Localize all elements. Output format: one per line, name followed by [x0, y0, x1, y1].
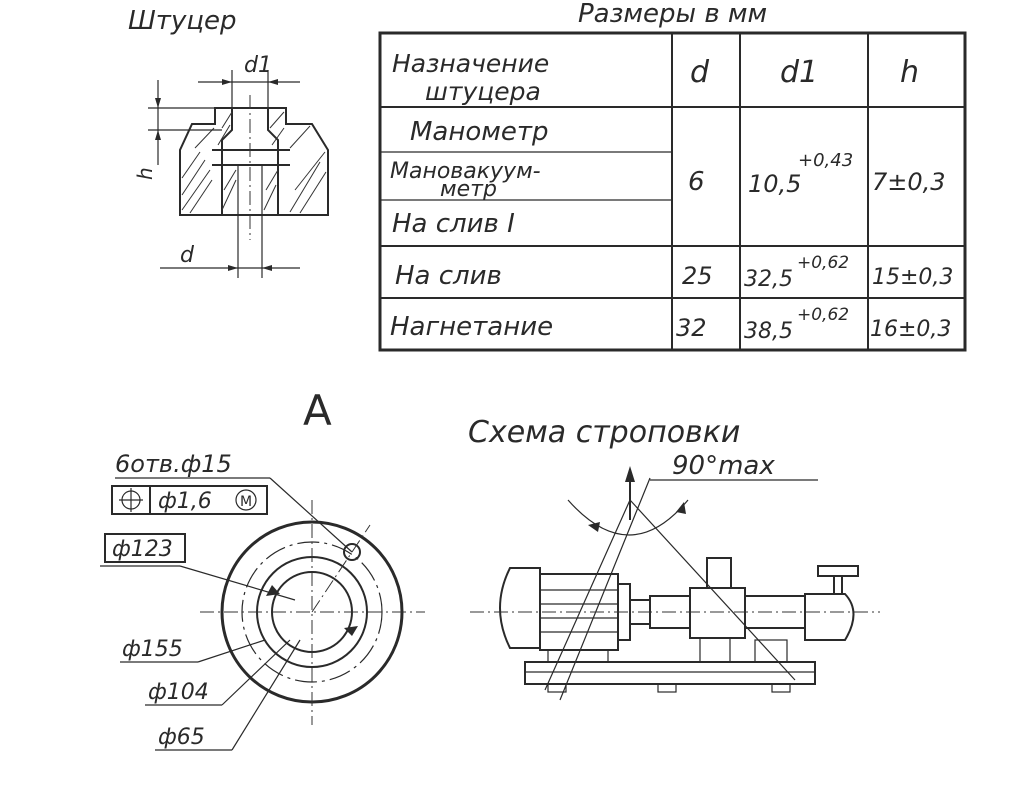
table-row2-d1-tolerance: +0,62	[797, 253, 849, 273]
table-header-purpose-line2: штуцера	[425, 77, 541, 106]
sling-right	[629, 499, 796, 681]
table-row1-purpose-line3: метр	[440, 177, 497, 202]
slinging-scheme: Схема строповки 90°max	[468, 415, 880, 701]
holes-note: 6отв.ф15	[115, 450, 232, 478]
table-row2-d1-base: 32,5	[744, 267, 793, 292]
pump-volute	[804, 593, 855, 641]
table-row2-h: 15±0,3	[872, 265, 953, 290]
table-header-h: h	[900, 55, 919, 90]
dim-d155: ф155	[122, 637, 183, 662]
table-header-purpose-line1: Назначение	[392, 49, 549, 78]
sling-angle-label: 90°max	[672, 451, 775, 481]
section-hatching-left	[181, 111, 237, 214]
sling-left	[544, 499, 631, 691]
bolt-hole	[343, 543, 361, 561]
pump-body	[689, 557, 859, 663]
table-header-d: d	[690, 55, 710, 90]
table-row3-d1-base: 38,5	[744, 319, 793, 344]
table-row2-purpose: На слив	[395, 261, 502, 291]
table-row3-purpose: Нагнетание	[390, 312, 553, 342]
pump-base-frame	[524, 661, 816, 685]
position-tolerance-value: ф1,6	[158, 489, 212, 514]
fitting-dim-d: d	[180, 243, 195, 268]
fitting-title: Штуцер	[128, 6, 237, 36]
electric-motor	[499, 567, 631, 663]
fitting-dim-d1: d1	[244, 53, 272, 78]
dimensions-table: Размеры в мм Назначение штуцера d d1 h М…	[378, 0, 967, 352]
table-row3-h: 16±0,3	[870, 317, 951, 342]
table-row1-purpose-line4: На слив I	[392, 209, 515, 239]
fitting-section-drawing: Штуцер	[128, 6, 329, 278]
sling-angle-arc	[567, 499, 689, 536]
table-row1-purpose-line1: Манометр	[410, 117, 549, 147]
max-material-condition-symbol: M	[240, 494, 252, 510]
table-row1-d1-tolerance: +0,43	[798, 150, 853, 171]
table-row1-d1-base: 10,5	[748, 170, 801, 198]
table-caption: Размеры в мм	[578, 0, 767, 29]
table-row2-d: 25	[682, 262, 713, 290]
discharge-nozzle	[706, 557, 732, 589]
fitting-dim-h: h	[133, 167, 157, 180]
slinging-title: Схема строповки	[468, 415, 740, 450]
view-a-label: A	[303, 386, 332, 435]
table-row1-purpose-line2: Мановакуум-	[390, 159, 541, 184]
dim-d104: ф104	[148, 680, 209, 705]
table-row3-d1-tolerance: +0,62	[797, 305, 849, 325]
max-material-condition-icon	[235, 489, 257, 511]
section-hatching-right	[263, 111, 327, 214]
table-row1-h: 7±0,3	[872, 168, 946, 196]
table-row3-d: 32	[676, 314, 707, 342]
position-tolerance-frame: ф1,6 M	[111, 485, 268, 515]
handwheel	[817, 565, 859, 577]
table-header-d1: d1	[780, 55, 818, 90]
dim-d65: ф65	[158, 725, 205, 750]
table-row1-d: 6	[688, 167, 705, 197]
view-a-flange: A 6отв.ф15 ф1,6 M ф123 ф	[100, 386, 425, 751]
dim-d123: ф123	[112, 537, 173, 562]
